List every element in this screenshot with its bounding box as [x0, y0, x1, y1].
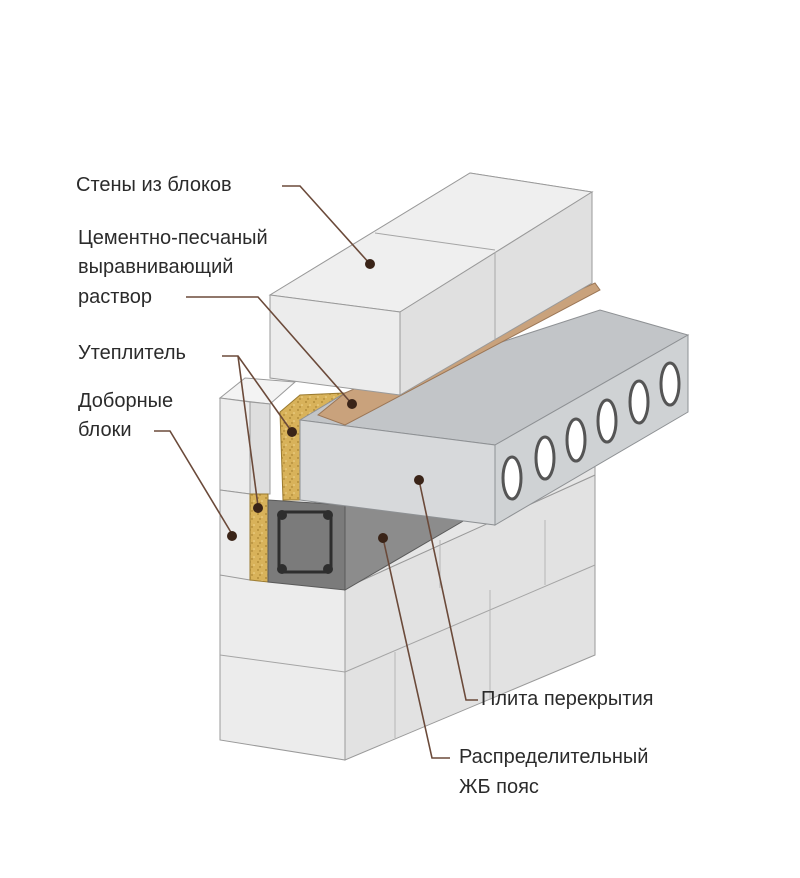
upper-wall-side — [399, 191, 593, 396]
leader-walls — [282, 185, 371, 265]
label-insulation: Утеплитель — [78, 342, 186, 364]
label-slab: Плита перекрытия — [481, 688, 654, 710]
label-mortar-line3: раствор — [78, 286, 153, 308]
dot-slab — [414, 475, 424, 485]
label-belt-line1: Распределительный — [459, 746, 649, 768]
dot-insulation-upper — [287, 427, 297, 437]
label-belt-line2: ЖБ пояс — [459, 776, 539, 798]
label-mortar-line1: Цементно-песчаный — [78, 227, 268, 249]
slab-hollow-cores — [501, 361, 681, 501]
dot-mortar — [347, 399, 357, 409]
leader-extra-blocks — [154, 430, 233, 535]
dot-insulation-lower — [253, 503, 263, 513]
lower-wall-front — [219, 574, 346, 761]
rc-belt — [267, 499, 467, 591]
label-extra-blocks-line2: блоки — [78, 419, 132, 441]
label-walls: Стены из блоков — [76, 174, 232, 196]
dot-extra-blocks — [227, 531, 237, 541]
leader-lines — [154, 185, 478, 759]
dot-walls — [365, 259, 375, 269]
upper-wall-front — [269, 294, 401, 396]
extra-blocks — [218, 377, 297, 581]
label-mortar-line2: выравнивающий — [78, 256, 234, 278]
dot-belt — [378, 533, 388, 543]
leader-mortar — [186, 296, 353, 405]
leader-slab — [418, 479, 478, 701]
rebar-cage — [277, 510, 333, 574]
floor-slab — [298, 309, 690, 526]
upper-wall — [268, 172, 594, 396]
label-extra-blocks-line1: Доборные — [78, 390, 174, 412]
leader-belt — [382, 537, 450, 759]
